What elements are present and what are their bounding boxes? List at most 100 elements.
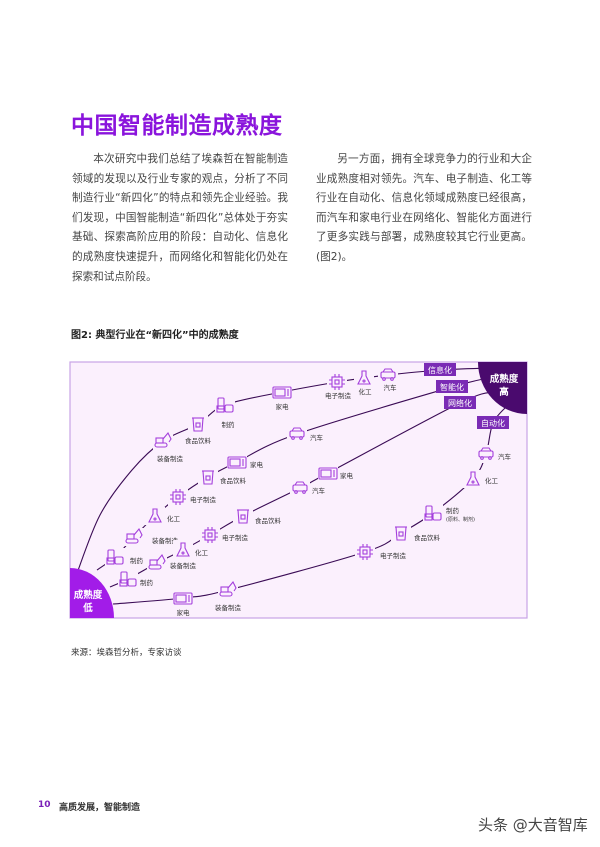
industry-node: 汽车	[378, 366, 398, 392]
industry-label: 食品饮料	[220, 476, 247, 485]
industry-label: 食品饮料	[414, 533, 441, 542]
excavator-icon	[219, 581, 237, 597]
car-icon	[478, 447, 494, 460]
industry-node: 汽车	[476, 445, 512, 463]
industry-label: 化工	[359, 387, 373, 396]
track-tag-box	[444, 396, 476, 409]
track-tag-label: 智能化	[440, 382, 464, 392]
car-icon	[292, 481, 308, 494]
excavator-icon	[154, 432, 172, 448]
watermark: 头条 @大音智库	[478, 816, 588, 834]
industry-label: 家电	[250, 460, 264, 469]
track-tag-1: 信息化	[424, 363, 456, 376]
industry-node: 汽车	[290, 479, 326, 497]
high-maturity-label: 成熟度	[490, 373, 519, 385]
chip-icon	[202, 527, 218, 543]
figure-caption: 图2: 典型行业在“新四化”中的成熟度	[71, 330, 239, 341]
source-note: 来源：埃森哲分析，专家访谈	[71, 648, 182, 658]
excavator-icon	[125, 528, 143, 544]
industry-node: 化工	[145, 507, 181, 525]
paragraph-right: 另一方面，拥有全球竞争力的行业和大企业成熟度相对领先。汽车、电子制造、化工等行业…	[316, 150, 532, 268]
industry-node: 制药(原料、制剂)	[423, 504, 475, 523]
industry-label: 装备制造	[170, 561, 197, 570]
page-number: 10	[38, 800, 51, 810]
chip-icon	[170, 489, 186, 505]
industry-node: 装备制造	[147, 554, 197, 572]
industry-label: 制药	[130, 556, 144, 565]
car-icon	[380, 368, 396, 381]
industry-node: 电子制造	[355, 543, 407, 561]
industry-label: 电子制造	[190, 495, 217, 504]
industry-node: 汽车	[287, 425, 324, 443]
industry-node: 食品饮料	[391, 524, 441, 542]
industry-node: 食品饮料	[233, 507, 282, 525]
industry-label: 食品饮料	[255, 516, 282, 525]
industry-node: 制药	[118, 570, 154, 588]
industry-note: (原料、制剂)	[446, 516, 475, 523]
microwave-icon	[318, 467, 338, 480]
node-backdrop	[355, 543, 375, 561]
low-maturity-corner	[70, 568, 114, 618]
node-backdrop	[327, 373, 347, 391]
microwave-icon	[173, 592, 193, 605]
industry-label: 化工	[167, 514, 181, 523]
industry-label: 装备制造	[157, 454, 184, 463]
industry-node: 制药	[105, 548, 144, 566]
industry-node: 化工	[173, 541, 209, 559]
industry-node: 家电	[318, 464, 354, 482]
industry-node: 食品饮料	[185, 415, 212, 445]
paragraph-right-text: 另一方面，拥有全球竞争力的行业和大企业成熟度相对领先。汽车、电子制造、化工等行业…	[316, 153, 532, 263]
pills-icon	[119, 571, 137, 587]
microwave-icon	[227, 456, 247, 469]
industry-label: 电子制造	[325, 391, 352, 400]
industry-label: 装备制造	[152, 536, 179, 545]
industry-label: 制药	[222, 420, 236, 429]
industry-label: 电子制造	[222, 533, 249, 542]
industry-label: 电子制造	[380, 551, 407, 560]
industry-label: 制药	[140, 578, 154, 587]
cup-icon	[192, 417, 204, 432]
industry-node: 电子制造	[200, 526, 249, 544]
track-tag-3: 网络化	[444, 396, 476, 409]
excavator-icon	[148, 554, 166, 570]
industry-node: 食品饮料	[198, 468, 247, 486]
flask-icon	[176, 542, 190, 557]
industry-label: 装备制造	[215, 603, 242, 612]
page-title: 中国智能制造成熟度	[71, 113, 283, 139]
low-maturity-label-2: 低	[82, 602, 93, 614]
flask-icon	[466, 471, 480, 486]
track-tag-label: 网络化	[448, 398, 472, 408]
industry-label: 化工	[485, 476, 499, 485]
industry-label: 家电	[340, 471, 354, 480]
industry-node: 装备制造	[215, 581, 242, 612]
industry-label: 汽车	[498, 452, 512, 461]
node-backdrop	[200, 526, 220, 544]
track-tag-box	[436, 380, 468, 393]
high-maturity-corner	[478, 362, 527, 414]
cup-icon	[395, 526, 407, 541]
high-maturity-label-2: 高	[499, 386, 509, 398]
industry-node: 制药	[215, 396, 235, 429]
flask-icon	[357, 370, 371, 385]
paragraph-left-text: 本次研究中我们总结了埃森哲在智能制造领域的发现以及行业专家的观点，分析了不同制造…	[72, 153, 288, 283]
industry-node: 装备制造	[124, 528, 179, 546]
track-tag-box	[477, 416, 509, 429]
industry-label: 汽车	[312, 486, 326, 495]
industry-label: 家电	[276, 402, 290, 411]
cup-icon	[237, 509, 249, 524]
track-tag-label: 信息化	[428, 365, 452, 375]
industry-label: 家电	[177, 608, 191, 617]
industry-node: 家电	[173, 589, 193, 617]
industry-node: 装备制造	[153, 432, 184, 463]
flask-icon	[148, 508, 162, 523]
pills-icon	[424, 505, 442, 521]
pills-icon	[216, 397, 234, 413]
industry-node: 电子制造	[168, 488, 217, 506]
track-tag-label: 自动化	[481, 418, 505, 428]
industry-label: 制药	[446, 506, 460, 515]
footer-title: 高质发展，智能制造	[59, 803, 141, 813]
industry-node: 家电	[272, 383, 292, 411]
chip-icon	[329, 374, 345, 390]
industry-node: 化工	[354, 369, 374, 396]
